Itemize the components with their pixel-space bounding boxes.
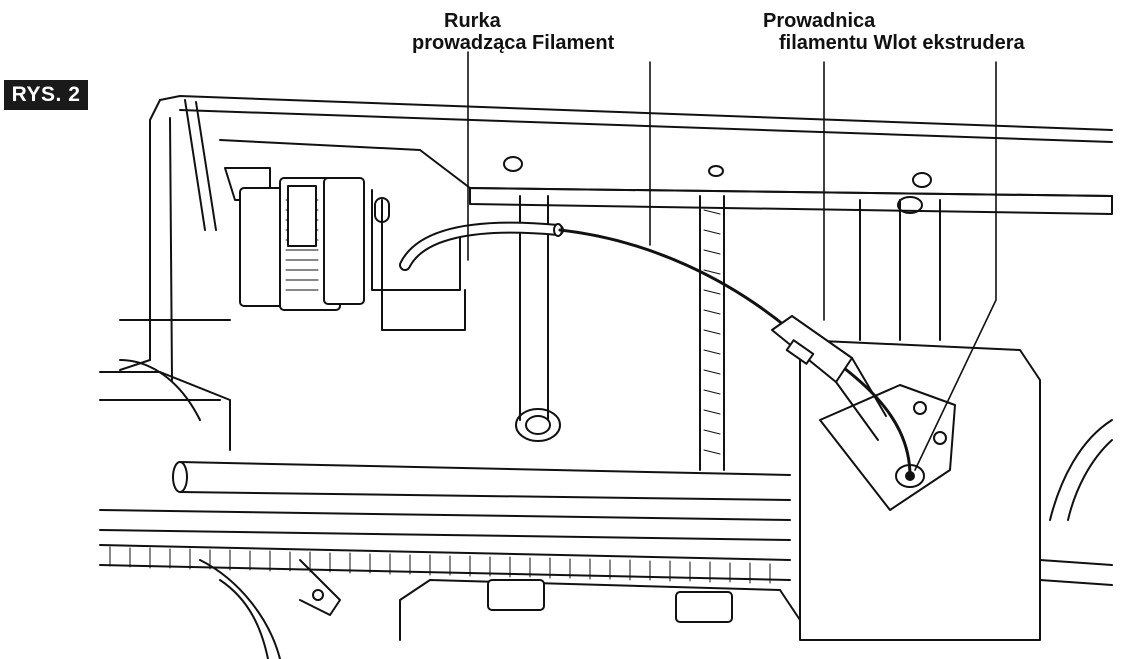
- left-wall: [99, 99, 271, 451]
- lower-carriage: [119, 359, 801, 659]
- callout-filament-guide-line2: filamentu Wlot ekstrudera: [779, 32, 1025, 54]
- callout-filament-guide-line1: Prowadnica: [763, 10, 876, 32]
- tube-bracket: [371, 189, 466, 331]
- callout-filament-guide: Prowadnica filamentu Wlot ekstrudera: [763, 10, 1025, 54]
- top-frame: [159, 95, 1113, 215]
- callout-guide-tube-line2: prowadząca Filament: [412, 32, 615, 54]
- figure-label: RYS. 2: [4, 80, 88, 110]
- callout-guide-tube-line1: Rurka: [444, 10, 501, 32]
- callout-guide-tube: Rurka prowadząca Filament: [412, 10, 614, 54]
- callout-leaders: [467, 51, 997, 471]
- extruder-body: [799, 339, 1041, 641]
- right-fan: [1049, 419, 1113, 521]
- filament-guide: [771, 315, 887, 441]
- right-column: [859, 196, 941, 341]
- stepper-motor: [239, 177, 365, 311]
- vertical-rod: [515, 195, 725, 471]
- guide-tube: [399, 221, 564, 271]
